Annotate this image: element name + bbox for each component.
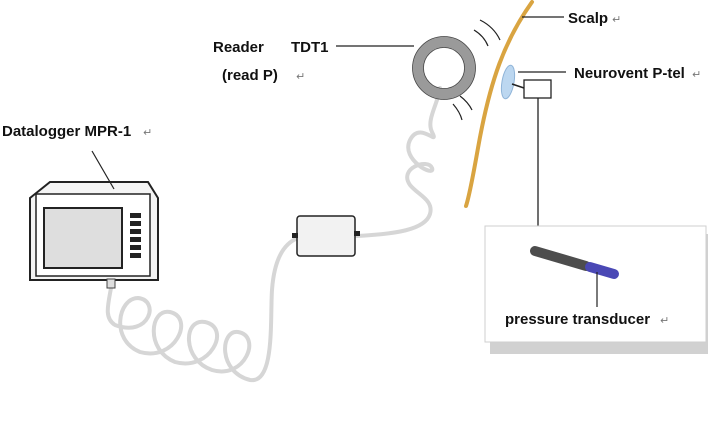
scalp-label: Scalp	[568, 10, 608, 27]
reader-ring-icon	[412, 36, 476, 100]
tdt1-label: TDT1	[291, 39, 329, 56]
reader-sub-return-mark: ↵	[296, 71, 305, 83]
datalogger-leader-line	[91, 150, 115, 190]
datalogger-label: Datalogger MPR-1	[2, 123, 131, 140]
adapter-box-icon	[292, 215, 360, 257]
transducer-label: pressure transducer	[505, 311, 650, 328]
scalp-line	[464, 0, 534, 208]
transducer-inset-panel	[484, 225, 708, 354]
transducer-return-mark: ↵	[660, 315, 669, 327]
datalogger-buttons	[130, 213, 141, 258]
reader-sub-label: (read P)	[222, 67, 278, 84]
datalogger-cable	[105, 236, 300, 383]
implant-icon	[500, 64, 552, 100]
pressure-probe-icon	[530, 246, 619, 279]
neurovent-return-mark: ↵	[692, 69, 701, 81]
wireless-wave-icon	[452, 19, 501, 121]
datalogger-screen	[43, 207, 123, 269]
neurovent-label: Neurovent P-tel	[574, 65, 685, 82]
datalogger-device-icon	[29, 181, 159, 289]
datalogger-return-mark: ↵	[143, 127, 152, 139]
reader-cable	[355, 86, 442, 238]
reader-label: Reader	[213, 39, 264, 56]
scalp-return-mark: ↵	[612, 14, 621, 26]
